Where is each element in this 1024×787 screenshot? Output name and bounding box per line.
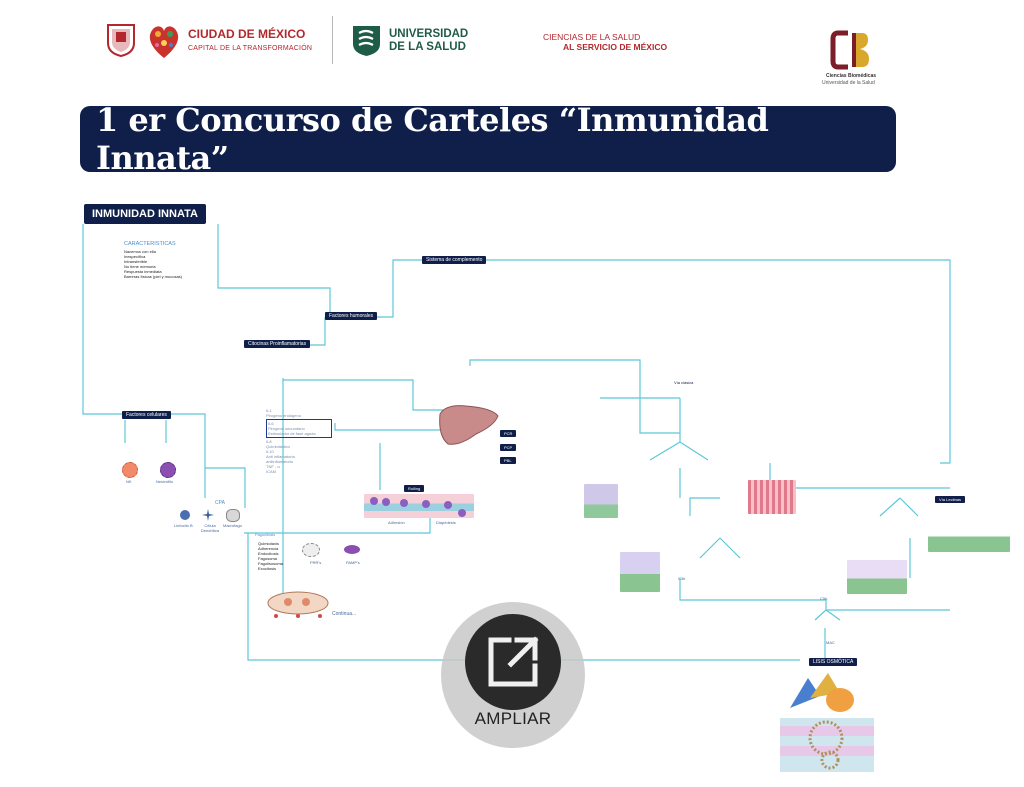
expand-button-circle xyxy=(465,614,561,710)
linfocito-b-icon xyxy=(180,510,190,520)
caracteristica-item: Inespecífica xyxy=(124,254,146,259)
continua-label: Continua... xyxy=(332,611,357,617)
caracteristica-item: Intransferible xyxy=(124,259,148,264)
poster-image: INMUNIDAD INNATA CARACTERISTICAS Nacemos… xyxy=(80,198,1015,778)
fagocitosis-step: Fagolisosoma xyxy=(258,561,283,566)
lisis-illustration xyxy=(780,668,874,772)
caracteristica-item: Nacemos con ella xyxy=(124,249,156,254)
vessel-illustration xyxy=(364,494,474,518)
university-shield-icon xyxy=(351,24,382,57)
cdmx-subtitle: CAPITAL DE LA TRANSFORMACIÓN xyxy=(188,45,313,52)
microvilli-picture xyxy=(748,480,796,514)
cb-logo-line1: Ciencias Biomédicas xyxy=(826,73,877,79)
citocina-item: ICAM xyxy=(266,469,276,474)
citocina-item: IL1 xyxy=(266,408,272,413)
complement-picture-2 xyxy=(620,552,660,592)
caracteristica-item: No tiene memoria xyxy=(124,264,156,269)
liver-label-pcr: PCR xyxy=(500,430,517,437)
heart-emblem-logo xyxy=(145,18,183,62)
c5b-label: C5b xyxy=(820,596,828,601)
cell-label-macrofago: Macrófago xyxy=(223,523,242,528)
via-clasica-label: Vía clásica xyxy=(674,380,694,385)
cell-label-dendritica: Célula Dendrítica xyxy=(200,523,220,533)
fagocitosis-step: Endocitosis xyxy=(258,551,279,556)
citocina-item: IL6 xyxy=(268,421,274,426)
citocina-item: IL10 xyxy=(266,449,274,454)
citocina-item: TNF - α xyxy=(266,464,280,469)
citocina-item: Pirogeno secundario xyxy=(268,426,305,431)
citocina-item: antiinflamatorio xyxy=(266,459,294,464)
complement-picture-4 xyxy=(928,518,1010,552)
citocina-item: Estimulador de fase aguda xyxy=(268,431,316,436)
pamp-cell-icon xyxy=(344,545,360,554)
university-name-line1: UNIVERSIDAD xyxy=(389,28,469,40)
sistema-complemento-node: Sistema de complemento xyxy=(422,256,487,264)
caracteristicas-title: CARACTERISTICAS xyxy=(124,241,176,247)
adhesion-label: Adhesión xyxy=(388,520,405,525)
rolling-label: Rolling xyxy=(404,485,425,492)
cell-label-cpa: CPA xyxy=(215,500,225,506)
macrofago-icon xyxy=(226,509,240,522)
citocinas-node: Citocinas Proinflamatorias xyxy=(244,340,311,348)
citocina-item: Pirogeno endógeno xyxy=(266,413,301,418)
caracteristica-item: Barreras físicas (piel y mucosas) xyxy=(124,274,183,279)
cell-label-neutrofilo: Neutrófilo xyxy=(156,479,174,484)
cb-logo-line2: Universidad de la Salud xyxy=(822,80,875,86)
cell-label-nk: NK xyxy=(126,479,132,484)
via-lectinas-node: Vía Lectinas xyxy=(935,496,966,503)
mac-label: MAC xyxy=(826,640,835,645)
citocina-item: Anti inflamatoria xyxy=(266,454,295,459)
liver-label-pbl: PBL xyxy=(500,457,516,464)
factores-celulares-node: Factores celulares xyxy=(122,411,171,419)
cb-logo-icon xyxy=(830,29,872,71)
cdmx-shield-logo xyxy=(106,23,136,58)
fagocitosis-title: Fagocitosis xyxy=(255,532,276,537)
nk-cell-icon xyxy=(122,462,138,478)
receptor-label-prr: PRR's xyxy=(310,560,322,565)
citocina-item: Quimiotáctico xyxy=(266,444,291,449)
fagocitosis-step: Exocitosis xyxy=(258,566,277,571)
slogan-line1: CIENCIAS DE LA SALUD xyxy=(543,32,641,42)
celula-dendritica-icon xyxy=(202,508,214,521)
receptor-label-pamp: PAMP's xyxy=(346,560,360,565)
university-name-line2: DE LA SALUD xyxy=(389,41,466,53)
citocinas-list: IL1 Pirogeno endógeno IL6 Pirogeno secun… xyxy=(266,408,332,474)
complement-picture-3 xyxy=(847,560,907,594)
cdmx-title: CIUDAD DE MÉXICO xyxy=(188,27,306,41)
cell-label-linfocito-b: Linfocito B xyxy=(174,523,193,528)
expand-button-label: AMPLIAR xyxy=(474,709,552,728)
expand-button[interactable]: AMPLIAR xyxy=(441,602,585,748)
fagocitosis-step: Quimiotaxis xyxy=(258,541,279,546)
c3b-label: C3b xyxy=(678,576,686,581)
liver-label-pcp: PCP xyxy=(500,444,517,451)
diapedesis-label: Diapédesis xyxy=(436,520,456,525)
factores-humorales-node: Factores humorales xyxy=(325,312,378,320)
fagocitosis-step: Fagosoma xyxy=(258,556,277,561)
citocina-item: IL8 xyxy=(266,439,272,444)
fagocitosis-illustration xyxy=(266,590,330,620)
caracteristicas-list: Nacemos con ella Inespecífica Intransfer… xyxy=(124,249,182,279)
slogan-line2: AL SERVICIO DE MÉXICO xyxy=(563,42,668,52)
open-in-new-icon xyxy=(488,636,539,687)
lisis-osmotica-node: LISIS OSMÓTICA xyxy=(809,658,858,666)
liver-illustration xyxy=(436,402,500,448)
complement-picture-1 xyxy=(584,484,618,518)
header-divider xyxy=(332,16,333,64)
neutrofilo-cell-icon xyxy=(160,462,176,478)
poster-main-title: INMUNIDAD INNATA xyxy=(84,204,206,224)
header-bar: CIUDAD DE MÉXICO CAPITAL DE LA TRANSFORM… xyxy=(0,0,1024,95)
fagocitosis-steps: Quimiotaxis Adherencia Endocitosis Fagos… xyxy=(258,541,283,571)
fagocitosis-step: Adherencia xyxy=(258,546,279,551)
prr-cell-icon xyxy=(302,543,320,557)
page-title-banner: 1 er Concurso de Carteles “Inmunidad Inn… xyxy=(80,101,896,177)
caracteristica-item: Respuesta inmediata xyxy=(124,269,162,274)
